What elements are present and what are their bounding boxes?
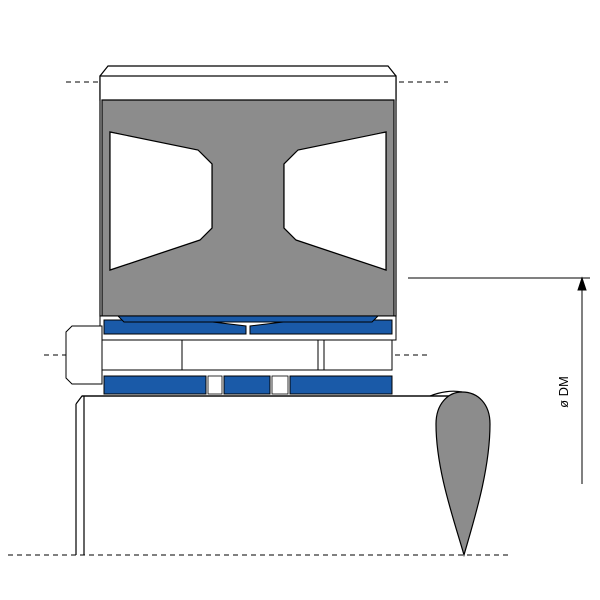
lower-ring-mid xyxy=(223,375,271,395)
shaft-section-marker xyxy=(435,391,491,558)
shaft-break-line xyxy=(429,390,463,397)
lower-ring-right xyxy=(289,375,393,395)
left-pocket xyxy=(109,131,213,271)
diameter-label: ø DM xyxy=(556,376,571,408)
screw-shank xyxy=(101,339,393,371)
tapered-clamping-rings xyxy=(99,315,397,341)
shaft-outline xyxy=(75,395,460,555)
lower-rings xyxy=(103,375,393,395)
right-pocket xyxy=(283,131,387,271)
gap-left xyxy=(207,375,223,395)
lower-ring-gaps xyxy=(207,375,289,395)
screw-head xyxy=(65,325,103,385)
shaft xyxy=(75,395,460,555)
mid-taper-wedge xyxy=(116,315,380,323)
hub-pockets xyxy=(109,131,387,271)
dimension-arrow-icon xyxy=(577,276,587,291)
clamping-screw xyxy=(65,325,393,385)
gap-right xyxy=(271,375,289,395)
lower-ring-left xyxy=(103,375,207,395)
diameter-dimension xyxy=(408,276,590,484)
